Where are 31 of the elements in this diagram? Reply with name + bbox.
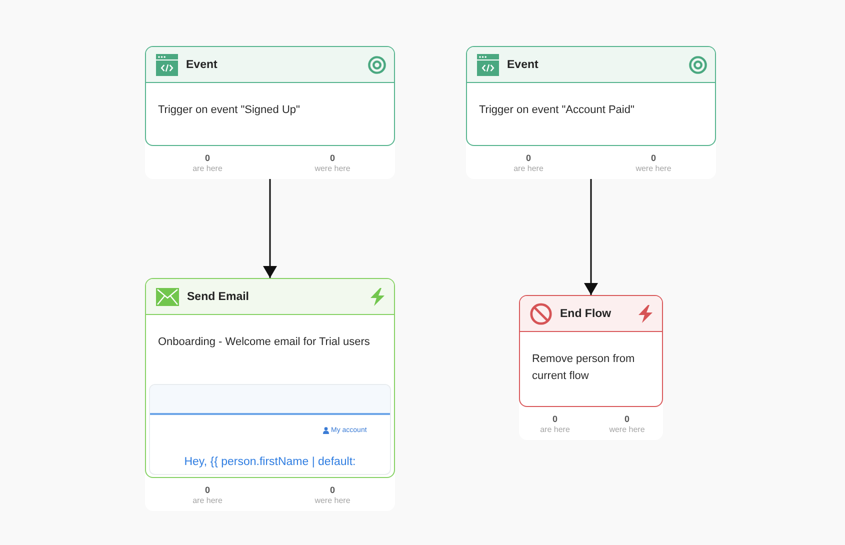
stat-label: were here: [314, 496, 350, 506]
step-panel: [145, 46, 395, 179]
stat-count: 0: [650, 153, 656, 164]
stat-label: were here: [609, 425, 645, 435]
stat-label: were here: [314, 164, 350, 174]
stat-label: are here: [192, 496, 222, 506]
step-description: Trigger on event "Account Paid": [479, 103, 636, 118]
step-description: Trigger on event "Signed Up": [158, 103, 301, 118]
arrow: [584, 179, 598, 295]
email-preview: [149, 384, 391, 475]
stat-label: are here: [540, 425, 570, 435]
stat-label: are here: [514, 164, 544, 174]
stat-count: 0: [204, 485, 210, 496]
stat-count: 0: [526, 153, 531, 164]
step-title: Event: [186, 58, 218, 70]
step-panel: [466, 46, 716, 179]
stat-count: 0: [330, 153, 335, 164]
step-description: Onboarding - Welcome email for Trial users: [158, 335, 371, 350]
greeting-text: Hey, {{ person.firstName | default:: [183, 455, 357, 470]
stat-count: 0: [204, 153, 210, 164]
step-title: Event: [507, 58, 540, 70]
stat-count: 0: [552, 414, 558, 425]
stat-count: 0: [624, 414, 630, 425]
step-title: Send Email: [187, 290, 250, 302]
step-panel: [519, 295, 663, 440]
stat-label: are here: [192, 164, 222, 174]
step-description: Remove person from current flow: [532, 352, 636, 384]
stat-count: 0: [330, 485, 335, 496]
stat-label: were here: [636, 164, 672, 174]
arrow: [263, 179, 277, 278]
step-title: End Flow: [560, 308, 612, 320]
